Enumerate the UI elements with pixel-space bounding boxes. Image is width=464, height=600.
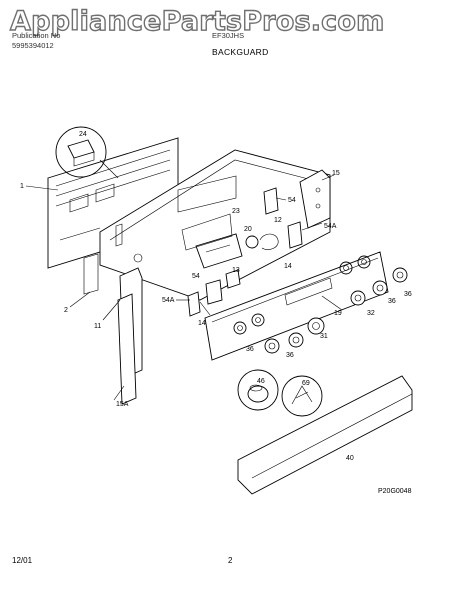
part-label-36-left: 36 [246, 346, 254, 353]
part-label-14-lower: 14 [198, 320, 206, 327]
part-label-40: 40 [346, 455, 354, 462]
model-number: EF30JHS [212, 31, 245, 40]
part-label-12: 12 [274, 217, 282, 224]
part-label-32: 32 [367, 310, 375, 317]
part-label-36-right: 36 [388, 298, 396, 305]
part-label-2: 2 [64, 307, 68, 314]
trim-bar [237, 375, 413, 495]
bracket-right [299, 169, 331, 229]
part-label-15: 15 [332, 170, 340, 177]
part-label-54a-upper: 54A [324, 223, 337, 230]
switches [187, 187, 303, 317]
part-label-1: 1 [20, 183, 24, 190]
part-label-36-center: 36 [286, 352, 294, 359]
footer-date: 12/01 [12, 556, 33, 565]
part-label-11: 11 [94, 323, 101, 330]
watermark-logo: AppliancePartsPros.com [9, 5, 385, 37]
leader-lines [25, 174, 343, 401]
control-panel [204, 251, 389, 361]
part-label-13: 13 [232, 267, 240, 274]
part-label-31: 31 [320, 333, 328, 340]
part-label-54-lower: 54 [192, 273, 200, 280]
backguard-frame [99, 149, 331, 301]
part-label-23: 23 [232, 208, 240, 215]
part-label-46: 46 [257, 378, 265, 385]
knob-details [237, 369, 323, 417]
part-label-15a: 15A [116, 401, 129, 408]
oven-control [181, 213, 259, 269]
section-title: BACKGUARD [212, 47, 269, 57]
part-label-36-far-right: 36 [404, 291, 412, 298]
part-label-14-upper: 14 [284, 263, 292, 270]
knobs [264, 267, 408, 354]
part-label-54a-lower: 54A [162, 297, 175, 304]
part-label-54-upper: 54 [288, 197, 296, 204]
publication-number: 5995394012 [12, 41, 54, 50]
bracket-left [83, 253, 143, 405]
footer-page: 2 [228, 556, 233, 565]
switch-detail [55, 126, 119, 179]
diagram-code: P20G0048 [378, 488, 412, 495]
publication-label: Publication No [12, 31, 61, 40]
part-label-19: 19 [334, 310, 342, 317]
part-label-24: 24 [79, 131, 87, 138]
part-label-20: 20 [244, 226, 252, 233]
part-label-69: 69 [302, 380, 310, 387]
